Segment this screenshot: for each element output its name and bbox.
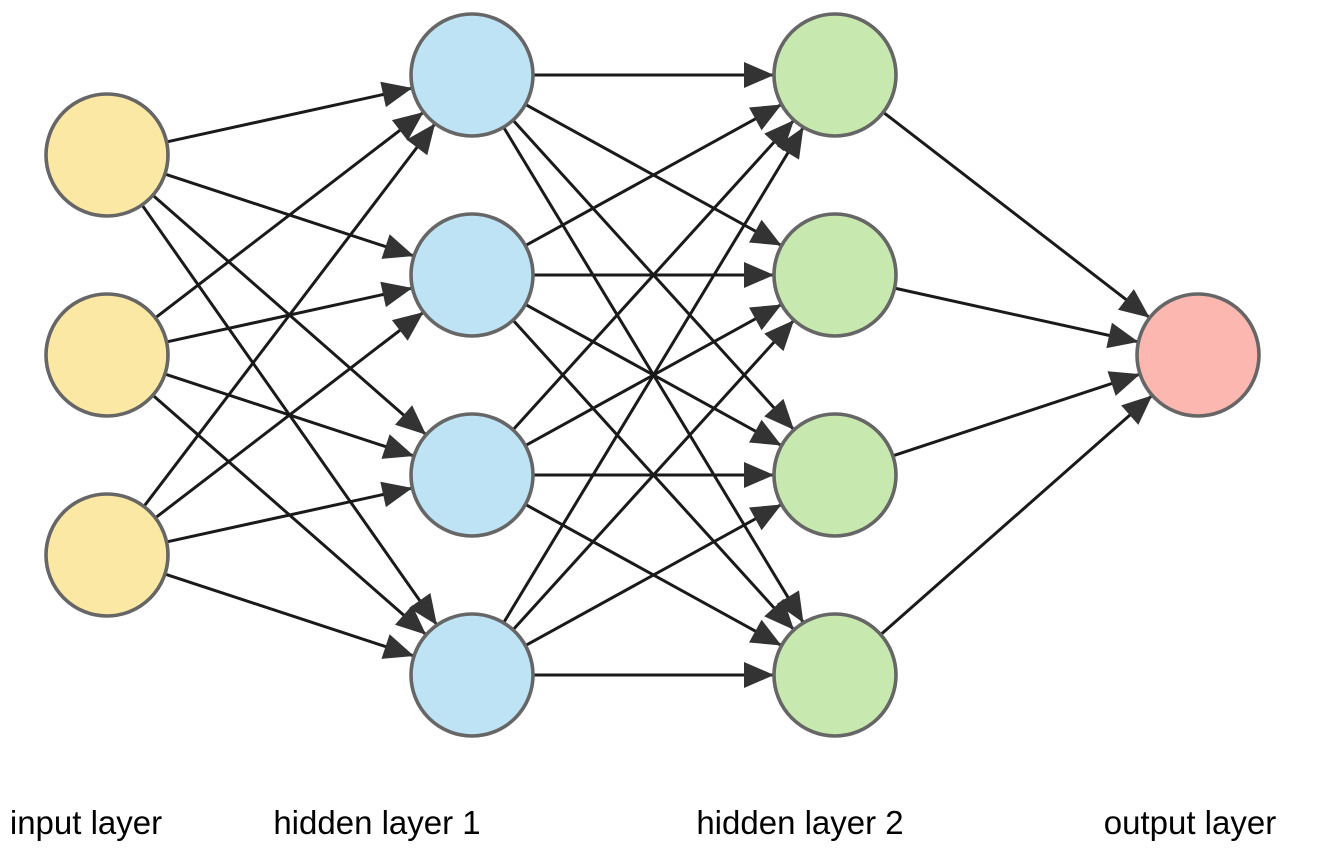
- arrow-head-icon: [1106, 322, 1139, 349]
- neuron-node-hidden2-4[interactable]: [772, 612, 898, 738]
- connection-edge: [511, 119, 796, 431]
- neuron-node-output-1[interactable]: [1135, 292, 1261, 418]
- arrow-head-icon: [391, 312, 424, 341]
- arrow-head-icon: [764, 598, 795, 630]
- connection-edge: [894, 286, 1139, 344]
- connection-edge: [142, 122, 437, 508]
- arrow-head-icon: [391, 112, 424, 141]
- connection-edge: [164, 572, 415, 658]
- connection-edge: [166, 86, 413, 144]
- neuron-node-hidden2-1[interactable]: [772, 12, 898, 138]
- arrow-head-icon: [381, 234, 415, 259]
- edges-group: [140, 73, 1154, 677]
- connection-edge: [502, 126, 805, 624]
- neuron-node-input-1[interactable]: [44, 92, 170, 218]
- arrow-head-icon: [749, 104, 782, 131]
- arrow-head-icon: [749, 219, 782, 246]
- connection-edge: [882, 111, 1151, 319]
- arrow-head-icon: [1107, 371, 1141, 396]
- layer-label-output: output layer: [1104, 804, 1276, 841]
- neuron-node-hidden1-4[interactable]: [409, 612, 535, 738]
- arrow-head-icon: [1121, 395, 1153, 425]
- nodes-group: [44, 12, 1261, 738]
- layer-label-hidden2: hidden layer 2: [696, 804, 903, 841]
- neuron-node-hidden2-3[interactable]: [772, 412, 898, 538]
- layer-labels-group: input layer hidden layer 1 hidden layer 2 o…: [10, 804, 1276, 841]
- arrow-head-icon: [744, 462, 774, 488]
- connection-edge: [166, 486, 413, 544]
- arrow-head-icon: [744, 262, 774, 288]
- arrow-head-icon: [749, 419, 782, 446]
- neuron-node-hidden1-1[interactable]: [409, 12, 535, 138]
- neuron-node-input-2[interactable]: [44, 292, 170, 418]
- neuron-node-hidden1-3[interactable]: [409, 412, 535, 538]
- arrow-head-icon: [744, 62, 774, 88]
- arrow-head-icon: [395, 405, 427, 435]
- connection-edge: [879, 394, 1154, 636]
- arrow-head-icon: [380, 81, 413, 108]
- layer-label-input: input layer: [10, 804, 162, 841]
- connection-edge: [892, 372, 1141, 458]
- arrow-head-icon: [749, 619, 782, 646]
- neuron-node-hidden1-2[interactable]: [409, 212, 535, 338]
- arrow-head-icon: [764, 320, 795, 352]
- neuron-node-input-3[interactable]: [44, 492, 170, 618]
- neuron-node-hidden2-2[interactable]: [772, 212, 898, 338]
- connection-edge: [154, 110, 425, 320]
- arrow-head-icon: [776, 590, 804, 623]
- arrow-head-icon: [776, 127, 804, 160]
- connection-edge: [154, 310, 425, 520]
- arrow-head-icon: [744, 662, 774, 688]
- arrow-head-icon: [380, 281, 413, 308]
- arrow-head-icon: [409, 593, 437, 626]
- connection-edge: [524, 503, 783, 647]
- arrow-head-icon: [406, 123, 436, 156]
- arrow-head-icon: [1118, 289, 1150, 318]
- layer-label-hidden1: hidden layer 1: [273, 804, 480, 841]
- arrow-head-icon: [380, 481, 413, 508]
- arrow-head-icon: [764, 120, 795, 152]
- arrow-head-icon: [749, 304, 782, 331]
- arrow-head-icon: [381, 634, 415, 659]
- arrowheads-group: [380, 62, 1153, 688]
- arrow-head-icon: [395, 605, 427, 635]
- arrow-head-icon: [764, 398, 795, 430]
- arrow-head-icon: [381, 434, 415, 459]
- connection-edge: [524, 103, 783, 247]
- connection-edge: [511, 319, 796, 631]
- arrow-head-icon: [749, 504, 782, 531]
